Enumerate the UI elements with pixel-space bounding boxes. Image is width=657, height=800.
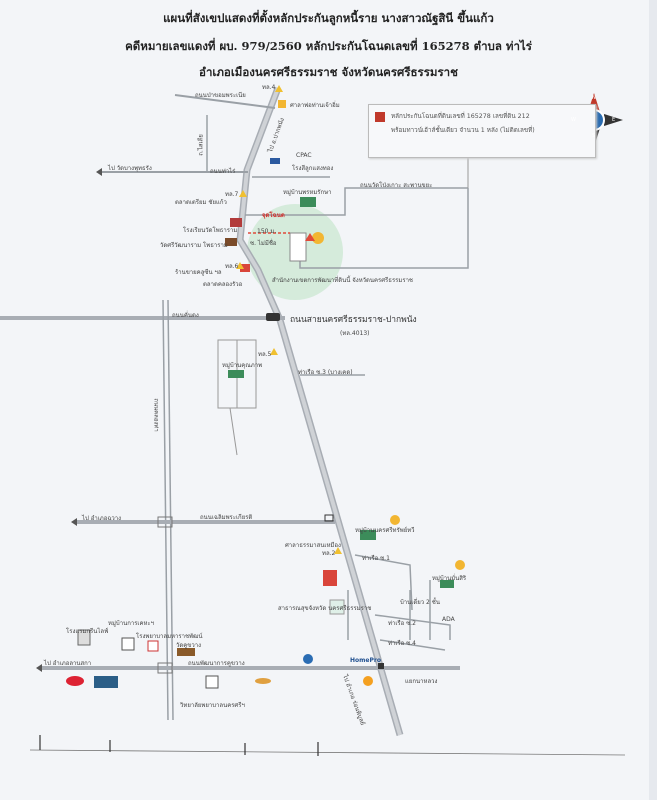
place-resort: โรงแรมกรีนไลฟ์ (66, 628, 109, 635)
marker-tl7: ทล.7 (225, 191, 239, 198)
road-to-lan: ไป อำเภอลานสกา (44, 660, 92, 667)
road-tha-ruea-4: ท่าเรือ ซ.4 (388, 640, 416, 647)
road-pattanakan: ถนนพัฒนาการคูขวาง (188, 660, 245, 667)
marker-tl4: ทล.4 (262, 84, 276, 91)
marker-tl5: ทล.5 (258, 351, 272, 358)
shell-logo-icon (363, 676, 373, 686)
temple-icon (225, 238, 237, 246)
page-edge (649, 0, 657, 800)
place-store: ร้านขายคลูซีน ฯล (175, 269, 222, 276)
legend-line2: พร้อมทาวน์เฮ้าส์ชั้นเดียว จำนวน 1 หลัง (… (391, 127, 535, 134)
compass-n: N (592, 95, 596, 101)
marker-2-icon (455, 560, 465, 570)
road-tha-rai: ถนนท่าไร่ (210, 168, 236, 175)
legend-box: หลักประกันโฉนดที่ดินเลขที่ 165278 เลขที่… (368, 104, 596, 158)
legend-swatch (375, 112, 385, 122)
bank-icon (323, 570, 337, 586)
road-ban-nong: ถนนคั่นดง (172, 312, 199, 319)
marker-3-icon (390, 515, 400, 525)
cpac-icon (270, 158, 280, 164)
target-label: จุดโฉนด (262, 212, 285, 219)
compass-s: S (592, 133, 596, 139)
intersection-label: แยกนาหลวง (405, 678, 438, 685)
road-to-chawang: ไป อำเภอฉวาง (82, 515, 122, 522)
place-house2: บ้านเดี่ยว 2 ชั้น (400, 599, 440, 606)
place-wat-s: วัดคูขวาง (176, 642, 202, 649)
place-cpac: CPAC (296, 152, 312, 159)
place-village-east: หมู่บ้านนครศรีทรัพย์ทวี (355, 527, 415, 534)
village-icon (300, 197, 316, 207)
shrine-icon (278, 100, 286, 108)
ptt-logo-icon (303, 654, 313, 664)
toyota-logo-icon (66, 676, 84, 686)
chevrolet-logo-icon (255, 678, 271, 684)
compass-e: E (612, 117, 616, 123)
place-factory: โรงสีลูกแสงทอง (292, 165, 334, 172)
place-village-phon: หมู่บ้านพรหมรักษา (283, 189, 332, 196)
place-hotel: ศาลาธรรมาสนเหมือง (285, 542, 341, 549)
location-line: อำเภอเมืองนครศรีธรรมราช จังหวัดนครศรีธรร… (199, 65, 458, 79)
soi-label: ซ. ไม่มีชื่อ (250, 240, 277, 247)
road-left-vertical: ถนนคลองท่า (152, 398, 160, 432)
place-office: สำนักงานเขตการพัฒนาที่ดินนี้ จังหวัดนครศ… (272, 277, 414, 284)
road-tha-ruea-1: ท่าเรือ ซ.1 (362, 555, 390, 562)
place-village-s: หมู่บ้านการเคหะฯ (108, 620, 155, 627)
arrow-west-icon (96, 168, 102, 176)
tl4-warning-icon (275, 85, 283, 92)
road-tha-ruea-3: ท่าเรือ ซ.3 (บางเคด) (298, 369, 353, 376)
shop-icon (240, 264, 250, 272)
case-number: คดีหมายเลขแดงที่ ผบ. 979/2560 หลักประกัน… (125, 39, 532, 53)
marker-target-icon (312, 232, 324, 244)
legend-line1: หลักประกันโฉนดที่ดินเลขที่ 165278 เลขที่… (391, 113, 530, 120)
highway-number: (ทล.4013) (340, 330, 370, 337)
place-school: โรงเรียนวัดโพธาราม (183, 227, 238, 234)
place-temple-top: ศาลาพ่อท่านเจ้าอิ่ม (290, 102, 340, 109)
road-left-side: ถ.ไสเลีย (197, 134, 205, 156)
place-wat-pho: วัดศรีวัฒนาราม โพธาราม (160, 242, 228, 249)
place-village-small: หมู่บ้านมั่นสิริ (432, 575, 467, 582)
map-title: แผนที่สังเขปแสดงที่ตั้งหลักประกันลูกหนี้… (163, 11, 494, 25)
school-icon (230, 218, 242, 227)
place-hospital: โรงพยาบาลมหาราชพัฒน์ (136, 633, 203, 640)
wat-s-icon (177, 648, 195, 656)
place-homepro: HomePro (350, 657, 381, 664)
place-gov: สาธารณสุขจังหวัด นครศรีธรรมราช (278, 605, 372, 612)
place-ads: ADA (442, 616, 455, 623)
village-s-icon (121, 637, 135, 651)
road-to-phrom: ไป วัดบางพุทธรัง (108, 165, 152, 172)
road-nakhon-pak: ถนนสายนครศรีธรรมราช-ปากพนัง (290, 315, 417, 325)
gov-seal-icon (329, 599, 345, 615)
road-top-left: ถนนป่าขอมพระเนีย (195, 92, 246, 99)
road-wat: ถนนวัดโป่งเกาะ สะพานขยะ (360, 182, 433, 189)
road-chaloem: ถนนเฉลิมพระเกียรติ (200, 514, 253, 521)
tesco-logo-icon (94, 676, 118, 688)
marker-tl2: ทล.2 (322, 550, 336, 557)
place-shop-left: ตลาดเตรียม ชัยแก้ว (175, 199, 227, 206)
bridge-icon (266, 313, 280, 321)
distance-label: 150 ม. (257, 228, 277, 235)
arrow-lan-icon (36, 664, 42, 672)
compass-w: W (571, 117, 576, 123)
place-village-left: หมู่บ้านคุณภาพ (222, 362, 263, 369)
place-market: ตลาดคลองรัวอ (203, 281, 243, 288)
arrow-chawang-icon (71, 518, 77, 526)
place-college: วิทยาลัยพยาบาลนครศรีฯ (180, 702, 245, 709)
marker-tl6: ทล.6 (225, 263, 239, 270)
road-tha-ruea-2: ท่าเรือ ซ.2 (388, 620, 416, 627)
